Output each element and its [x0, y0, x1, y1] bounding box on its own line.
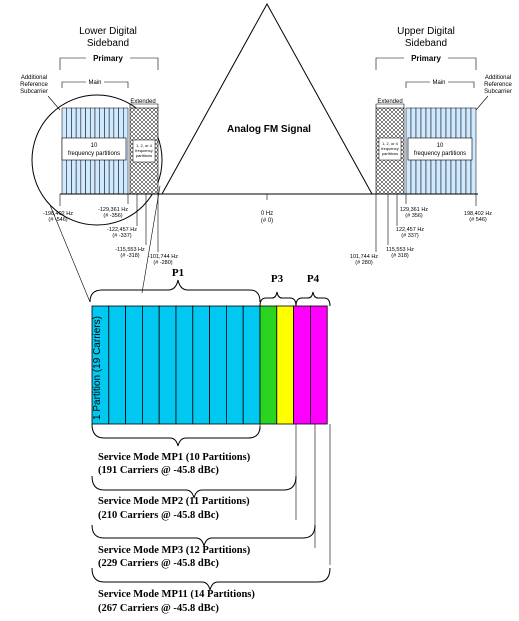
lower-freq-0-hz: -198,402 Hz: [43, 211, 73, 217]
lower-ext-box-1: 1, 2, or 4: [136, 143, 153, 148]
p1-partition-bar: [242, 305, 261, 425]
spectrum-section: Lower Digital Sideband Upper Digital Sid…: [20, 2, 513, 303]
lower-main-label: Main: [88, 80, 101, 86]
upper-freq-2-idx: (# 318): [391, 253, 409, 259]
p1-partition-bar: [192, 305, 211, 425]
service-mode-mp2-line2: (210 Carriers @ -45.8 dBc): [98, 510, 219, 521]
analog-fm-triangle: [161, 2, 373, 195]
service-mode-mp3-line1: Service Mode MP3 (12 Partitions): [98, 545, 251, 556]
upper-ext-box-2: frequency: [381, 146, 399, 151]
lower-partitions-box-1: 10: [91, 143, 98, 149]
center-idx: (# 0): [261, 218, 273, 224]
p4-label: P4: [307, 273, 320, 285]
lower-sideband-title-2: Sideband: [87, 38, 129, 49]
p1-partition-bar: [125, 305, 143, 425]
lower-partitions-box-2: frequency partitions: [68, 151, 120, 157]
upper-partitions-box-1: 10: [437, 143, 444, 149]
partition-bars: [91, 305, 328, 425]
upper-ext-box-1: 1, 2, or 4: [382, 141, 399, 146]
p3-yellow-bar: [276, 305, 294, 425]
lower-freq-3-idx: (# -318): [120, 253, 139, 259]
lower-freq-1-idx: (# -356): [103, 213, 122, 219]
lower-freq-0-idx: (# -546): [48, 217, 67, 223]
upper-freq-4-hz: 198,402 Hz: [464, 211, 492, 217]
lower-sideband-title-1: Lower Digital: [79, 26, 137, 37]
service-mode-mp3-line2: (229 Carriers @ -45.8 dBc): [98, 558, 219, 569]
p1-label: P1: [172, 267, 184, 279]
partition-detail: P1 P3 P4 1 Partition (19 Carriers): [89, 267, 331, 565]
upper-ext-box-3: partitions: [382, 151, 398, 156]
lower-freq-3-hz: -115,553 Hz: [115, 247, 145, 253]
p4-magenta-bar: [293, 305, 311, 425]
upper-partitions-box-2: frequency partitions: [414, 151, 466, 157]
p1-partition-bar: [225, 305, 244, 425]
p4-magenta-bar: [309, 305, 328, 425]
upper-freq-1-hz: 122,457 Hz: [396, 227, 424, 233]
p1-partition-bar: [209, 305, 227, 425]
upper-primary-label: Primary: [411, 54, 441, 63]
p3-green-bar: [259, 305, 278, 425]
lower-additional-ref-1: Additional: [21, 75, 47, 81]
upper-additional-ref-1: Additional: [485, 75, 511, 81]
upper-additional-ref-2: Reference: [484, 82, 512, 88]
partition-rotated-label: 1 Partition (19 Carriers): [92, 316, 103, 420]
lower-ext-box-3: partitions: [136, 153, 152, 158]
lower-additional-ref-3: Subcarrier: [20, 89, 48, 95]
upper-freq-2-hz: 115,553 Hz: [386, 247, 414, 253]
upper-freq-0-idx: (# 356): [405, 213, 423, 219]
lower-extended-label: Extended: [130, 99, 155, 105]
lower-partitions-box: [61, 137, 127, 161]
lower-ext-box-2: frequency: [135, 148, 153, 153]
service-modes: Service Mode MP1 (10 Partitions) (191 Ca…: [91, 423, 331, 614]
service-mode-mp1-line1: Service Mode MP1 (10 Partitions): [98, 452, 251, 463]
service-mode-mp1-line2: (191 Carriers @ -45.8 dBc): [98, 465, 219, 476]
upper-extended-label: Extended: [377, 99, 402, 105]
lower-freq-4-hz: -101,744 Hz: [148, 254, 178, 260]
upper-freq-0-hz: 129,361 Hz: [400, 207, 428, 213]
upper-additional-ref-3: Subcarrier: [484, 89, 512, 95]
center-freq: 0 Hz: [261, 211, 273, 217]
analog-fm-label: Analog FM Signal: [227, 124, 311, 135]
lower-freq-1-hz: -129,361 Hz: [98, 207, 128, 213]
upper-freq-3-hz: 101,744 Hz: [350, 254, 378, 260]
p1-partition-bar: [141, 305, 160, 425]
service-mode-mp2-line1: Service Mode MP2 (11 Partitions): [98, 496, 250, 507]
lower-additional-ref-2: Reference: [20, 82, 48, 88]
upper-main-label: Main: [432, 80, 445, 86]
lower-freq-2-hz: -122,457 Hz: [107, 227, 137, 233]
upper-freq-1-idx: (# 337): [401, 233, 419, 239]
upper-partitions-box: [407, 137, 473, 161]
service-mode-mp11-line2: (267 Carriers @ -45.8 dBc): [98, 603, 219, 614]
upper-freq-3-idx: (# 280): [355, 260, 373, 266]
p1-partition-bar: [158, 305, 177, 425]
lower-freq-2-idx: (# -337): [112, 233, 131, 239]
p1-partition-bar: [108, 305, 127, 425]
p3-label: P3: [271, 273, 284, 285]
lower-primary-label: Primary: [93, 54, 123, 63]
upper-freq-4-idx: (# 546): [469, 217, 487, 223]
p1-partition-bar: [175, 305, 194, 425]
service-mode-mp11-line1: Service Mode MP11 (14 Partitions): [98, 589, 255, 600]
lower-freq-4-idx: (# -280): [153, 260, 172, 266]
upper-sideband-title-1: Upper Digital: [397, 26, 455, 37]
upper-sideband-title-2: Sideband: [405, 38, 447, 49]
